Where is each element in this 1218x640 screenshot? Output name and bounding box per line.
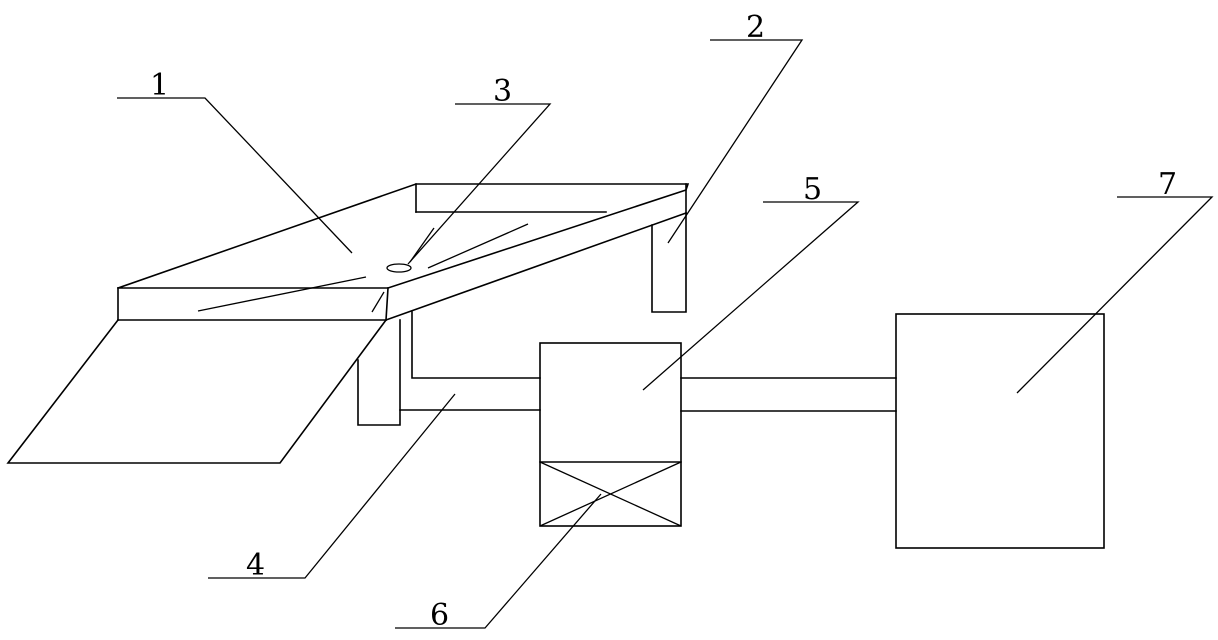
- drain-pipe: [357, 311, 541, 426]
- label-3: 3: [493, 74, 512, 109]
- label-1: 1: [150, 68, 169, 103]
- storage-tank: [895, 313, 1105, 549]
- label-5: 5: [803, 172, 822, 207]
- outlet-pipe: [680, 377, 897, 412]
- collection-box: [539, 342, 682, 527]
- label-6: 6: [430, 598, 449, 633]
- support-leg: [651, 212, 687, 313]
- label-2: 2: [746, 10, 765, 45]
- label-4: 4: [246, 548, 265, 583]
- tray-panel: [6, 183, 690, 464]
- drain-hole: [386, 263, 412, 273]
- label-7: 7: [1158, 167, 1177, 202]
- leader-lines: [117, 39, 1214, 629]
